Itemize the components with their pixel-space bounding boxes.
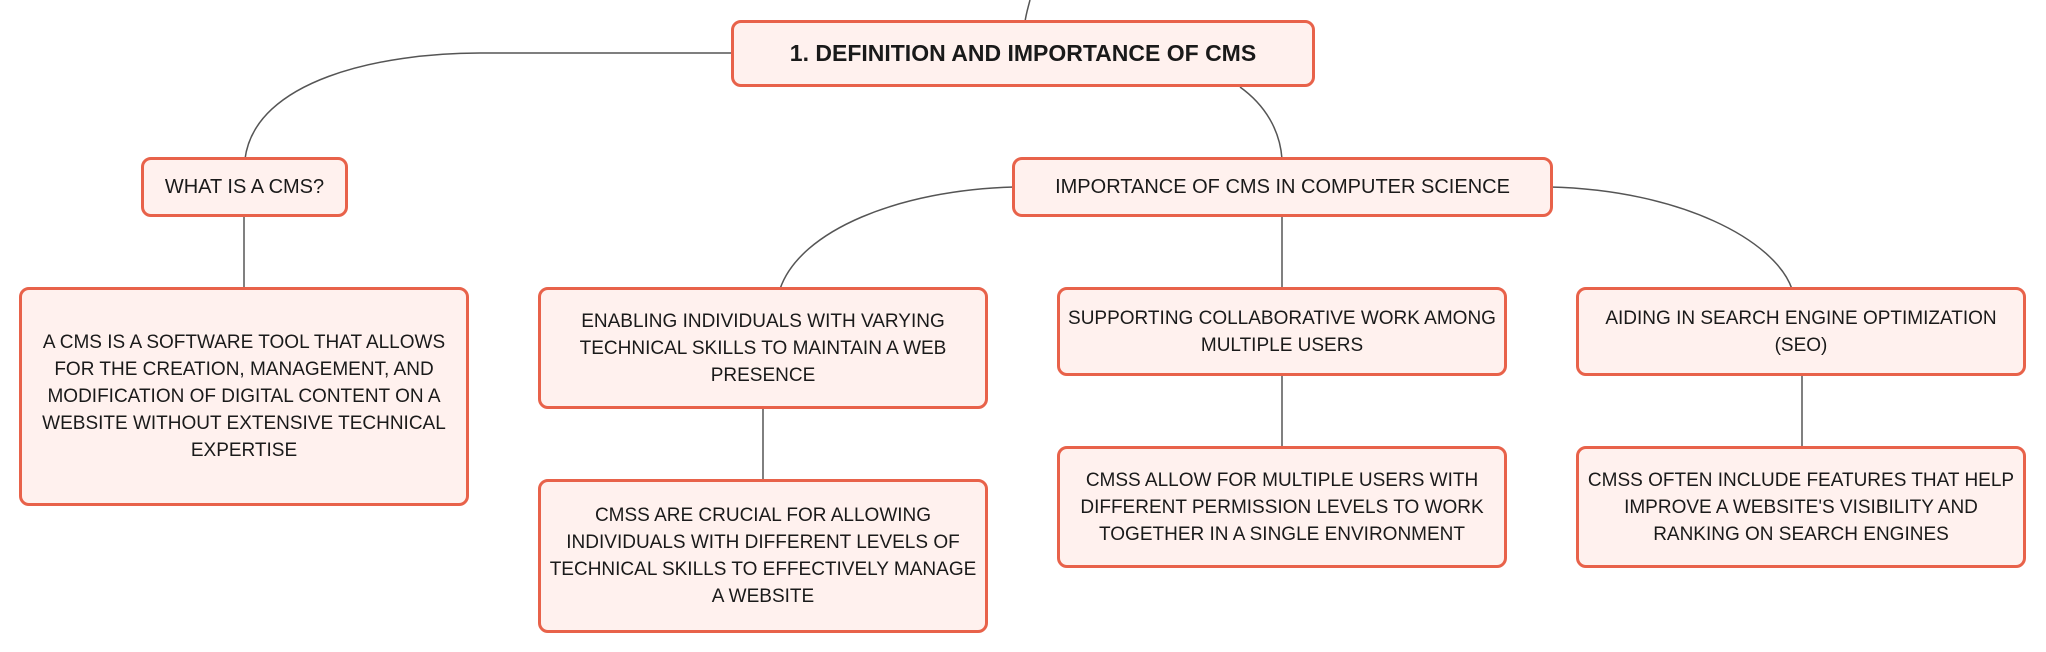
connector-importance-to-enabling [779,186,1015,290]
root-topic-node[interactable]: 1. DEFINITION AND IMPORTANCE OF CMS [731,20,1315,87]
connector-root-to-importance [1239,86,1283,160]
collaborative-work-node[interactable]: SUPPORTING COLLABORATIVE WORK AMONG MULT… [1057,287,1507,376]
importance-node[interactable]: IMPORTANCE OF CMS IN COMPUTER SCIENCE [1012,157,1553,217]
enabling-skills-detail-node[interactable]: CMSS ARE CRUCIAL FOR ALLOWING INDIVIDUAL… [538,479,988,633]
collaborative-work-detail-node[interactable]: CMSS ALLOW FOR MULTIPLE USERS WITH DIFFE… [1057,446,1507,568]
seo-detail-node[interactable]: CMSS OFTEN INCLUDE FEATURES THAT HELP IM… [1576,446,2026,568]
connector-root-to-what-is [244,52,731,160]
connector-parent-to-root [1024,0,1031,23]
seo-node[interactable]: AIDING IN SEARCH ENGINE OPTIMIZATION (SE… [1576,287,2026,376]
connector-importance-to-seo [1549,186,1793,290]
what-is-cms-node[interactable]: WHAT IS A CMS? [141,157,348,217]
enabling-skills-node[interactable]: ENABLING INDIVIDUALS WITH VARYING TECHNI… [538,287,988,409]
what-is-cms-detail-node[interactable]: A CMS IS A SOFTWARE TOOL THAT ALLOWS FOR… [19,287,469,506]
